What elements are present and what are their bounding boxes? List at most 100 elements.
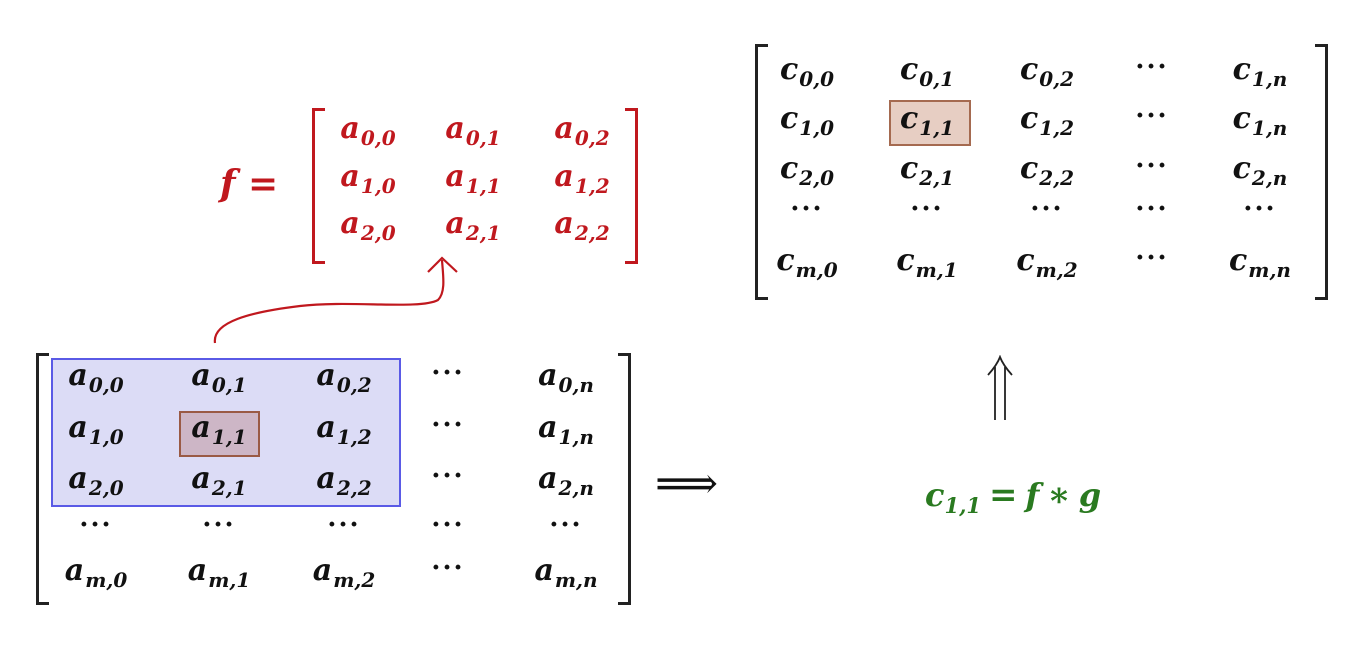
matrix-cell: c1,1 (872, 101, 982, 140)
matrix-cell: ··· (872, 194, 982, 224)
element-subscript: 2,0 (360, 221, 396, 245)
element-symbol: a (340, 159, 360, 194)
element-subscript: m,2 (333, 568, 376, 592)
up-double-arrow (987, 355, 1013, 420)
element-subscript: 1,2 (336, 425, 372, 449)
matrix-cell: ··· (1097, 151, 1207, 181)
matrix-cell: cm,1 (872, 243, 982, 282)
formula-g: g (1078, 476, 1102, 514)
matrix-cell: a1,1 (423, 159, 523, 198)
matrix-cell: am,1 (164, 553, 274, 592)
ellipsis: ··· (549, 510, 583, 540)
element-subscript: 2,2 (336, 476, 372, 500)
ellipsis: ··· (431, 510, 465, 540)
element-subscript: 2,0 (88, 476, 124, 500)
matrix-cell: am,n (511, 553, 621, 592)
element-subscript: m,n (554, 568, 598, 592)
element-symbol: a (64, 553, 85, 588)
element-subscript: 0,2 (574, 126, 610, 150)
matrix-cell: ··· (1097, 194, 1207, 224)
matrix-cell: ··· (289, 510, 399, 540)
matrix-cell: a0,1 (423, 111, 523, 150)
matrix-cell: a0,0 (318, 111, 418, 150)
matrix-cell: a2,n (511, 461, 621, 500)
matrix-cell: c1,2 (992, 101, 1102, 140)
ellipsis: ··· (1135, 194, 1169, 224)
left-bracket (755, 44, 768, 300)
element-subscript: 0,0 (799, 67, 835, 91)
element-subscript: 0,n (558, 373, 594, 397)
element-subscript: 1,0 (360, 174, 396, 198)
element-subscript: 2,1 (211, 476, 247, 500)
element-symbol: c (899, 52, 919, 87)
matrix-cell: a1,2 (289, 410, 399, 449)
element-subscript: 2,0 (799, 166, 835, 190)
element-subscript: 1,0 (88, 425, 124, 449)
element-subscript: 1,n (1251, 116, 1288, 140)
matrix-cell: cm,0 (752, 243, 862, 282)
element-symbol: c (779, 101, 799, 136)
ellipsis: ··· (327, 510, 361, 540)
element-symbol: c (1232, 101, 1251, 136)
element-symbol: a (538, 410, 558, 445)
matrix-cell: ··· (1097, 52, 1207, 82)
element-symbol: a (316, 358, 336, 393)
element-symbol: a (538, 461, 558, 496)
element-subscript: 0,0 (360, 126, 396, 150)
element-subscript: 2,1 (919, 166, 955, 190)
element-subscript: m,0 (795, 258, 838, 282)
matrix-cell: a1,2 (532, 159, 632, 198)
element-symbol: a (191, 358, 211, 393)
element-symbol: a (538, 358, 558, 393)
formula-lhs: c (925, 476, 945, 514)
element-symbol: a (316, 410, 336, 445)
matrix-cell: ··· (393, 410, 503, 440)
matrix-cell: a2,0 (318, 206, 418, 245)
right-bracket (618, 353, 631, 605)
matrix-cell: am,2 (289, 553, 399, 592)
element-subscript: 0,1 (919, 67, 955, 91)
element-symbol: a (445, 206, 465, 241)
element-symbol: a (554, 206, 574, 241)
matrix-cell: c0,2 (992, 52, 1102, 91)
ellipsis: ··· (1135, 101, 1169, 131)
matrix-cell: a2,1 (423, 206, 523, 245)
ellipsis: ··· (431, 461, 465, 491)
left-bracket (312, 108, 325, 264)
element-subscript: 2,n (558, 476, 594, 500)
element-symbol: a (445, 159, 465, 194)
matrix-cell: a0,2 (532, 111, 632, 150)
ellipsis: ··· (431, 553, 465, 583)
element-subscript: 1,0 (799, 116, 835, 140)
formula-lhs-subscript: 1,1 (944, 493, 982, 518)
ellipsis: ··· (1135, 243, 1169, 273)
element-symbol: a (312, 553, 333, 588)
element-subscript: 1,n (1251, 67, 1288, 91)
element-symbol: a (187, 553, 208, 588)
ellipsis: ··· (202, 510, 236, 540)
element-symbol: c (1019, 52, 1039, 87)
matrix-cell: a1,n (511, 410, 621, 449)
formula-convolution-operator: ∗ (1047, 475, 1071, 515)
element-subscript: 2,1 (465, 221, 501, 245)
element-symbol: c (779, 52, 799, 87)
matrix-cell: c0,0 (752, 52, 862, 91)
matrix-cell: a1,0 (318, 159, 418, 198)
kernel-label: f = (220, 163, 279, 205)
ellipsis: ··· (1135, 151, 1169, 181)
matrix-cell: cm,n (1205, 243, 1315, 282)
matrix-cell: ··· (1097, 243, 1207, 273)
element-symbol: a (340, 111, 360, 146)
element-subscript: 2,2 (574, 221, 610, 245)
matrix-cell: a1,1 (164, 410, 274, 449)
ellipsis: ··· (1243, 194, 1277, 224)
element-subscript: 0,2 (336, 373, 372, 397)
element-symbol: a (68, 461, 88, 496)
matrix-cell: ··· (992, 194, 1102, 224)
element-subscript: 1,n (558, 425, 594, 449)
element-symbol: a (191, 410, 211, 445)
ellipsis: ··· (79, 510, 113, 540)
matrix-cell: ··· (393, 358, 503, 388)
matrix-cell: a2,2 (289, 461, 399, 500)
